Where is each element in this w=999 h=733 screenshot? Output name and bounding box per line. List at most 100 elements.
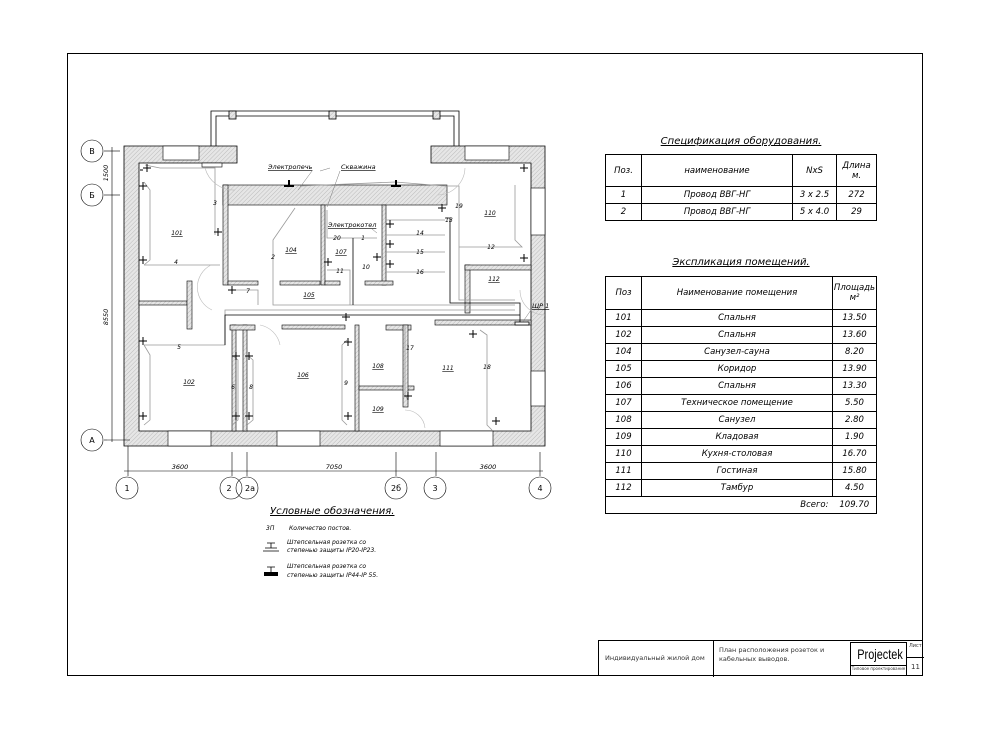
- legend-socket2-line1: Штепсельная розетка со: [287, 563, 366, 570]
- cable-7: 7: [246, 288, 250, 295]
- cell: Спальня: [641, 309, 833, 327]
- cell: 13.60: [832, 326, 877, 344]
- cell: 1: [605, 186, 642, 204]
- socket-ip44-base: [264, 572, 278, 576]
- cable-17: 17: [406, 345, 414, 352]
- cable-4: 4: [174, 259, 178, 266]
- cell: 5 x 4.0: [792, 203, 837, 221]
- axis-b: Б: [89, 191, 95, 200]
- cell: 16.70: [832, 445, 877, 463]
- cable-14: 14: [416, 230, 424, 237]
- spec-header-nxs: NxS: [792, 154, 837, 187]
- spec-header-name: наименование: [641, 154, 793, 187]
- cable-1: 1: [361, 235, 365, 242]
- dim-3600-left: 3600: [172, 463, 189, 471]
- cable-3: 3: [213, 200, 217, 207]
- cable-8: 8: [249, 384, 253, 391]
- expl-header-area: Площадь м²: [832, 276, 877, 310]
- cell: Гостиная: [641, 462, 833, 480]
- cell: 5.50: [832, 394, 877, 412]
- sheet-title: План расположения розеток и кабельных вы…: [719, 646, 825, 663]
- stove-label: Электропечь: [267, 163, 313, 171]
- cell: Санузел: [641, 411, 833, 429]
- cell: 15.80: [832, 462, 877, 480]
- dim-3600-right: 3600: [480, 463, 497, 471]
- cell: Тамбур: [641, 479, 833, 497]
- dimension-lines: [104, 147, 543, 476]
- cell: 13.30: [832, 377, 877, 395]
- cable-9: 9: [344, 380, 348, 387]
- cable-6: 6: [231, 384, 235, 391]
- room-112: 112: [488, 276, 500, 283]
- cell: 105: [605, 360, 642, 378]
- axis-2: 2: [226, 484, 231, 493]
- room-111: 111: [442, 365, 453, 372]
- veranda: [210, 110, 460, 146]
- interior-walls: [138, 184, 532, 432]
- cell: 4.50: [832, 479, 877, 497]
- cable-routes: [143, 164, 523, 431]
- axis-3: 3: [432, 484, 437, 493]
- dim-8550: 8550: [102, 309, 110, 326]
- total-label: Всего:: [605, 496, 833, 514]
- cable-20: 20: [333, 235, 341, 242]
- cell: 8.20: [832, 343, 877, 361]
- cell: 112: [605, 479, 642, 497]
- cell: 29: [836, 203, 877, 221]
- axis-v: В: [89, 147, 95, 156]
- room-109: 109: [372, 406, 384, 413]
- total-row: Всего:109.70: [605, 496, 877, 514]
- cable-15: 15: [416, 249, 424, 256]
- project-name: Индивидуальный жилой дом: [599, 641, 714, 677]
- cable-numbers: 1 2 3 4 5 6 7 8 9 10 11 12 13 14 15 16 1…: [174, 200, 495, 391]
- spec-title: Спецификация оборудования.: [660, 136, 822, 147]
- cell: 13.90: [832, 360, 877, 378]
- spec-header-length: Длина м.: [836, 154, 877, 187]
- cell: 107: [605, 394, 642, 412]
- cell: 101: [605, 309, 642, 327]
- legend-title: Условные обозначения.: [270, 505, 394, 517]
- cell: Техническое помещение: [641, 394, 833, 412]
- cell: Спальня: [641, 326, 833, 344]
- expl-header-pos: Поз: [605, 276, 642, 310]
- cell: 111: [605, 462, 642, 480]
- legend-socket1-line1: Штепсельная розетка со: [287, 539, 366, 546]
- dim-1500: 1500: [102, 165, 110, 182]
- cell: 3 x 2.5: [792, 186, 837, 204]
- cell: 110: [605, 445, 642, 463]
- dimension-values: 3600 7050 3600 1500 8550: [102, 165, 496, 471]
- cell: 1.90: [832, 428, 877, 446]
- logo: Projectek Типовое проектирование: [850, 642, 907, 676]
- cable-10: 10: [362, 264, 370, 271]
- cell: 2.80: [832, 411, 877, 429]
- cable-16: 16: [416, 269, 424, 276]
- cell: 108: [605, 411, 642, 429]
- cell: Кладовая: [641, 428, 833, 446]
- room-108: 108: [372, 363, 384, 370]
- logo-subtitle: Типовое проектирование: [851, 665, 906, 671]
- cell: Провод ВВГ-НГ: [641, 186, 793, 204]
- door-swings: [197, 167, 546, 429]
- explication-title: Экспликация помещений.: [672, 257, 810, 268]
- well-label: Скважина: [341, 163, 376, 171]
- socket-ip44-icon: [267, 566, 275, 572]
- room-labels: 101 102 104 105 106 107 108 109 110 111 …: [171, 210, 500, 413]
- cable-11: 11: [336, 268, 344, 275]
- cell: 2: [605, 203, 642, 221]
- axis-a: А: [89, 436, 95, 445]
- legend-socket1-line2: степенью защиты IP20-IP23.: [287, 547, 376, 554]
- power-trunk: [224, 217, 530, 345]
- legend: Условные обозначения. 3П Количество пост…: [263, 505, 394, 579]
- legend-count-label: Количество постов.: [289, 525, 351, 532]
- equipment-annotations: Электропечь Скважина Электрокотел ЩР 1: [267, 163, 549, 310]
- room-101: 101: [171, 230, 182, 237]
